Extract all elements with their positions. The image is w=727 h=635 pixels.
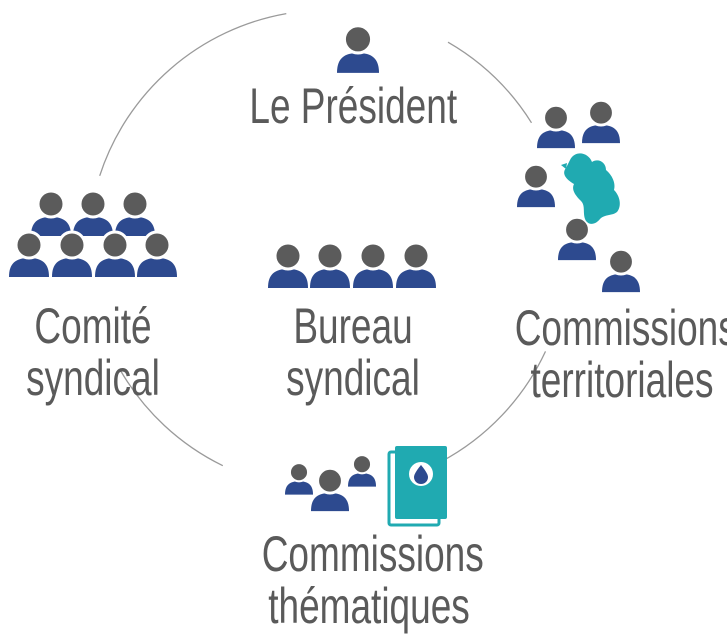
thematiques-label-line2: thématiques	[268, 578, 470, 634]
thematiques-person-icon	[311, 466, 349, 512]
ring-arc-top-left	[99, 12, 287, 177]
bureau-label-line2: syndical	[286, 350, 420, 406]
bureau-label-line1: Bureau	[293, 298, 413, 354]
comite-person-icon	[73, 189, 113, 236]
territoriales-label-line2: territoriales	[530, 352, 714, 408]
bureau-person-icon	[396, 241, 436, 288]
people-icons	[9, 24, 640, 512]
territoriales-person-icon	[537, 103, 575, 149]
comite-person-icon	[137, 230, 177, 277]
comite-label: Comité syndical	[26, 300, 161, 404]
territoriales-label-line1: Commissions	[514, 300, 727, 356]
comite-person-icon	[52, 230, 92, 277]
bureau-person-icon	[268, 241, 308, 288]
comite-label-line1: Comité	[34, 298, 152, 354]
territoriales-person-icon	[558, 215, 596, 261]
ring-arc-bottom-left	[119, 369, 224, 467]
president-label: Le Président	[249, 78, 458, 134]
territoriales-person-icon	[517, 162, 555, 208]
territoriales-person-icon	[602, 247, 640, 293]
water-document-icon	[387, 446, 447, 527]
president-person-icon	[337, 24, 379, 73]
president-label-text: Le Président	[249, 78, 458, 134]
bureau-person-icon	[310, 241, 350, 288]
thematiques-person-icon	[348, 454, 376, 487]
ring-arc-top-right	[447, 41, 533, 124]
ring-arc-bottom-right	[440, 351, 547, 463]
comite-person-icon	[9, 230, 49, 277]
map-island-icon	[561, 153, 620, 224]
thematiques-label: Commissions thématiques	[261, 526, 484, 634]
territoriales-label: Commissions territoriales	[515, 302, 727, 406]
comite-label-line2: syndical	[26, 350, 160, 406]
bureau-label: Bureau syndical	[286, 300, 421, 404]
bureau-person-icon	[353, 241, 393, 288]
thematiques-label-line1: Commissions	[261, 526, 484, 582]
comite-person-icon	[95, 230, 135, 277]
thematiques-person-icon	[285, 462, 313, 495]
territoriales-person-icon	[582, 98, 620, 144]
comite-person-icon	[115, 189, 155, 236]
connector-ring	[99, 12, 547, 467]
comite-person-icon	[31, 189, 71, 236]
